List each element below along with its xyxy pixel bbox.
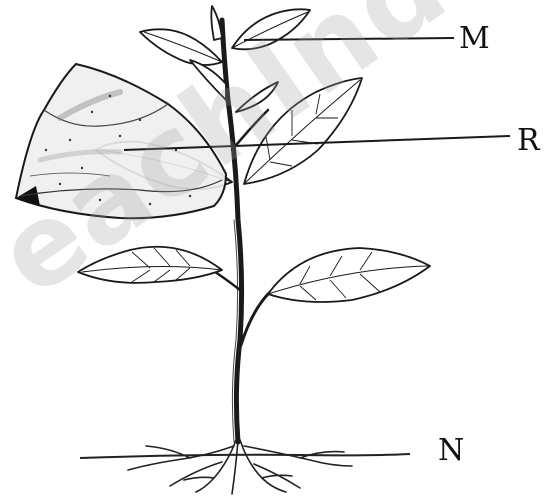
roots — [128, 440, 352, 494]
leaf-lower-right — [268, 248, 430, 302]
polythene-bag — [16, 64, 226, 218]
leaf-top-right — [232, 9, 310, 49]
leaf-lower-left — [78, 247, 222, 283]
label-m: M — [459, 24, 490, 54]
leaf-upper-small — [190, 60, 226, 100]
label-n: N — [438, 436, 464, 466]
label-r: R — [517, 126, 540, 156]
leaf-upper-right-small — [236, 82, 278, 112]
